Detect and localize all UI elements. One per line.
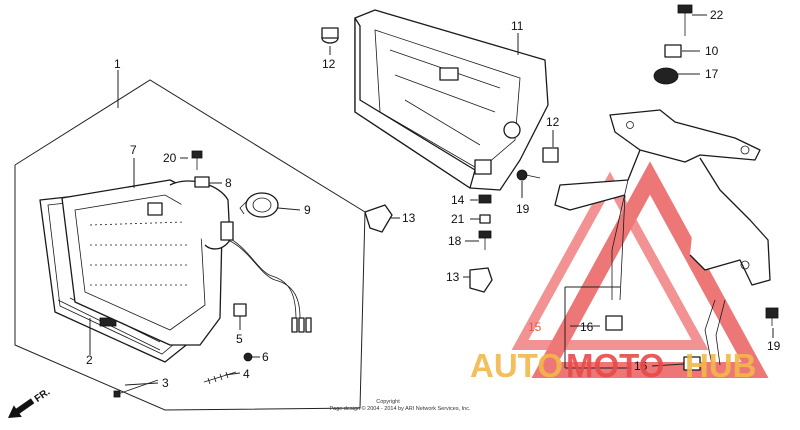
- front-direction-label: FR.: [33, 386, 53, 404]
- callout-4: 4: [243, 367, 250, 381]
- callout-7: 7: [130, 143, 137, 157]
- callout-numbers: 1 2 3 4 5 6 7 8 9 10 11 12 12 13 13 14 1…: [86, 8, 781, 390]
- callout-11: 11: [511, 19, 524, 33]
- clip-8: [194, 176, 210, 188]
- grommet-5: [233, 303, 247, 317]
- callout-19-right: 19: [767, 339, 781, 353]
- callout-9: 9: [304, 203, 311, 217]
- collar-16-lower: [683, 356, 701, 371]
- collar-16-upper: [605, 315, 623, 331]
- bolt-22: [677, 4, 693, 36]
- watermark-hub: HUB: [685, 347, 757, 384]
- leader-lines: [89, 14, 774, 386]
- rubber-17: [653, 67, 679, 85]
- grommet-12-left: [321, 27, 339, 44]
- callout-16-lower: 16: [634, 359, 648, 373]
- bolt-20: [191, 150, 203, 170]
- grommet-12-right: [542, 147, 559, 163]
- front-direction-arrow: FR.: [8, 386, 53, 418]
- watermark-logo: [511, 161, 769, 378]
- washer-21: [479, 214, 491, 224]
- nut-6: [243, 352, 253, 362]
- callout-21: 21: [451, 212, 465, 226]
- headlight-case: [354, 9, 549, 191]
- callout-10: 10: [705, 44, 719, 58]
- callout-1: 1: [114, 57, 121, 71]
- bolt-18: [478, 230, 492, 250]
- adjust-screw-4: [203, 371, 237, 385]
- callout-22: 22: [710, 8, 724, 22]
- headlight-unit: [61, 179, 231, 346]
- callout-2: 2: [86, 353, 93, 367]
- collar-10: [664, 44, 682, 58]
- callout-19-left: 19: [516, 202, 530, 216]
- callout-18: 18: [448, 234, 462, 248]
- callout-13-lower: 13: [446, 270, 460, 284]
- copyright-notice: Copyright Page design © 2004 - 2014 by A…: [329, 399, 470, 412]
- nut-13-lower: [469, 267, 493, 293]
- callout-20: 20: [163, 151, 177, 165]
- callout-3: 3: [162, 376, 169, 390]
- bolt-14: [478, 194, 492, 204]
- nut-13-upper: [364, 204, 393, 233]
- socket-9: [239, 192, 279, 218]
- headlight-wiring: [220, 221, 312, 333]
- copyright-line1: Copyright: [376, 399, 400, 405]
- headlight-stay: [554, 109, 771, 366]
- callout-5: 5: [236, 332, 243, 346]
- assembly-outline: [14, 79, 366, 411]
- callout-16-upper: 16: [580, 320, 594, 334]
- callout-12-right: 12: [546, 115, 560, 129]
- callout-13-upper: 13: [402, 211, 416, 225]
- watermark-moto: MOTO: [566, 347, 664, 384]
- callout-14: 14: [451, 193, 465, 207]
- watermark-text: AUTO MOTO HUB: [470, 347, 757, 384]
- screw-3: [113, 379, 159, 398]
- bolt-19-left: [516, 169, 541, 181]
- callout-12-left: 12: [322, 57, 336, 71]
- callout-8: 8: [225, 176, 232, 190]
- bolt-19-right: [765, 307, 779, 326]
- callout-15: 15: [528, 320, 542, 334]
- watermark-auto: AUTO: [470, 347, 563, 384]
- callout-17: 17: [705, 67, 719, 81]
- copyright-line2: Page design © 2004 - 2014 by ARI Network…: [329, 405, 470, 412]
- callout-6: 6: [262, 350, 269, 364]
